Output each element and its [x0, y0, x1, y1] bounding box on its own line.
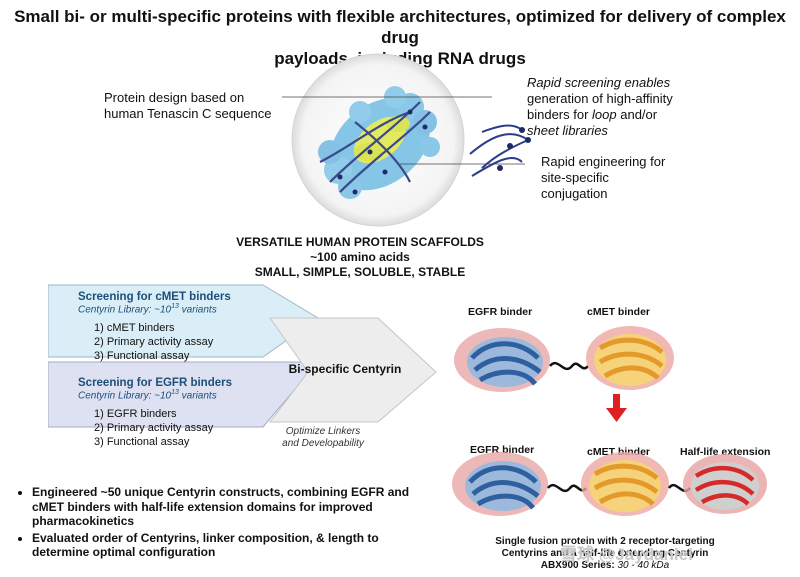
bispecific-arrow-shape — [268, 317, 437, 423]
cmet-step-3: 3) Functional assay — [94, 350, 190, 363]
cmet-step-1: 1) cMET binders — [94, 322, 175, 335]
scaffold-illustration — [282, 53, 531, 227]
cmet-box: Screening for cMET binders Centyrin Libr… — [78, 291, 278, 363]
half-life-protein — [683, 454, 767, 514]
egfr-step-2: 2) Primary activity assay — [94, 422, 214, 435]
fusion-protein-illustration — [452, 326, 767, 516]
down-arrow-icon — [606, 394, 627, 422]
callout-rapid-engineering: Rapid engineering for site-specific conj… — [541, 154, 666, 201]
label-top-cmet: cMET binder — [587, 306, 651, 318]
callout-rapid-screening: Rapid screening enables generation of hi… — [527, 75, 673, 138]
linker-top — [549, 361, 589, 371]
cmet-protein-top — [586, 326, 674, 390]
egfr-protein-top — [454, 328, 550, 392]
summary-bullets: Engineered ~50 unique Centyrin construct… — [18, 485, 423, 562]
scaffold-summary: VERSATILE HUMAN PROTEIN SCAFFOLDS ~100 a… — [236, 235, 484, 279]
bullet-2: Evaluated order of Centyrins, linker com… — [32, 531, 423, 560]
cmet-step-2: 2) Primary activity assay — [94, 336, 214, 349]
callout-protein-design: Protein design based on human Tenascin C… — [104, 90, 272, 121]
watermark: 雪球 @Jaydaniel — [560, 545, 693, 564]
bispecific-label: Bi-specific Centyrin — [288, 362, 402, 376]
egfr-step-3: 3) Functional assay — [94, 436, 190, 449]
linker-bottom-1 — [547, 483, 587, 493]
label-top-egfr: EGFR binder — [468, 306, 533, 318]
screening-flow — [48, 284, 437, 428]
title-line-1: Small bi- or multi-specific proteins wit… — [14, 7, 786, 47]
fusion-caption: Single fusion protein with 2 receptor-ta… — [495, 536, 715, 571]
label-bottom-egfr: EGFR binder — [470, 444, 535, 456]
label-half-life: Half-life extension — [680, 446, 771, 458]
egfr-protein-bottom — [452, 452, 548, 516]
optimize-note: Optimize Linkers and Developability — [282, 426, 364, 449]
bullet-1: Engineered ~50 unique Centyrin construct… — [32, 485, 423, 529]
cmet-protein-bottom — [581, 452, 669, 516]
protein-surface — [318, 86, 440, 199]
egfr-step-1: 1) EGFR binders — [94, 408, 177, 421]
egfr-box: Screening for EGFR binders Centyrin Libr… — [78, 377, 278, 449]
